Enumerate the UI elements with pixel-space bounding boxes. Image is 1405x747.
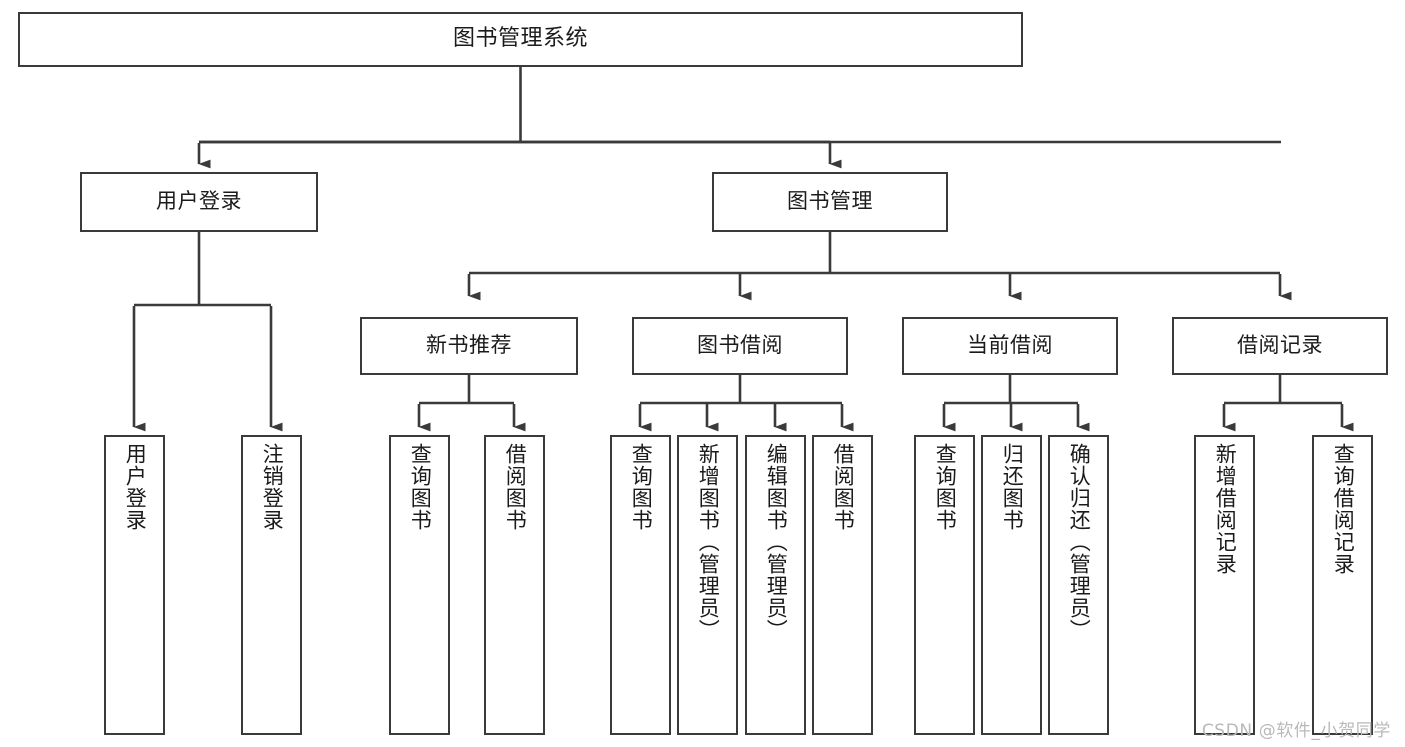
leaf-label: 借阅图书 <box>503 443 528 531</box>
node-label: 图书管理系统 <box>452 26 588 52</box>
node-user-login[interactable]: 用户登录 <box>80 172 318 232</box>
node-current-borrow[interactable]: 当前借阅 <box>902 317 1118 375</box>
node-book-management[interactable]: 图书管理 <box>712 172 948 232</box>
node-book-borrow[interactable]: 图书借阅 <box>632 317 848 375</box>
leaf-confirm-return-admin[interactable]: 确认归还（管理员） <box>1048 435 1109 735</box>
leaf-label: 注销登录 <box>260 443 285 531</box>
leaf-label: 新增图书（管理员） <box>696 443 721 641</box>
leaf-user-login[interactable]: 用户登录 <box>104 435 165 735</box>
leaf-label: 编辑图书（管理员） <box>764 443 789 641</box>
node-label: 图书管理 <box>787 189 873 214</box>
leaf-label: 查询图书 <box>629 443 654 531</box>
leaf-label: 查询图书 <box>933 443 958 531</box>
node-label: 新书推荐 <box>426 333 512 358</box>
leaf-label: 查询图书 <box>408 443 433 531</box>
leaf-edit-book-admin[interactable]: 编辑图书（管理员） <box>745 435 806 735</box>
node-label: 当前借阅 <box>967 333 1053 358</box>
node-label: 用户登录 <box>156 189 242 214</box>
leaf-label: 归还图书 <box>1000 443 1025 531</box>
leaf-return-book[interactable]: 归还图书 <box>981 435 1042 735</box>
watermark-text: CSDN @软件_小贺同学 <box>1201 721 1391 741</box>
leaf-label: 新增借阅记录 <box>1213 443 1238 575</box>
leaf-label: 查询借阅记录 <box>1331 443 1356 575</box>
leaf-add-borrow-record[interactable]: 新增借阅记录 <box>1194 435 1255 735</box>
leaf-add-book-admin[interactable]: 新增图书（管理员） <box>677 435 738 735</box>
leaf-label: 用户登录 <box>123 443 148 531</box>
node-root-system[interactable]: 图书管理系统 <box>18 12 1023 67</box>
node-borrow-record[interactable]: 借阅记录 <box>1172 317 1388 375</box>
leaf-query-borrow-record[interactable]: 查询借阅记录 <box>1312 435 1373 735</box>
leaf-label: 借阅图书 <box>831 443 856 531</box>
leaf-logout[interactable]: 注销登录 <box>241 435 302 735</box>
leaf-label: 确认归还（管理员） <box>1067 443 1092 641</box>
leaf-borrow-book-recommend[interactable]: 借阅图书 <box>484 435 545 735</box>
leaf-borrow-book[interactable]: 借阅图书 <box>812 435 873 735</box>
leaf-query-book-borrow[interactable]: 查询图书 <box>610 435 671 735</box>
node-label: 图书借阅 <box>697 333 783 358</box>
node-new-book-recommend[interactable]: 新书推荐 <box>360 317 578 375</box>
leaf-query-book-recommend[interactable]: 查询图书 <box>389 435 450 735</box>
leaf-query-book-current[interactable]: 查询图书 <box>914 435 975 735</box>
node-label: 借阅记录 <box>1237 333 1323 358</box>
